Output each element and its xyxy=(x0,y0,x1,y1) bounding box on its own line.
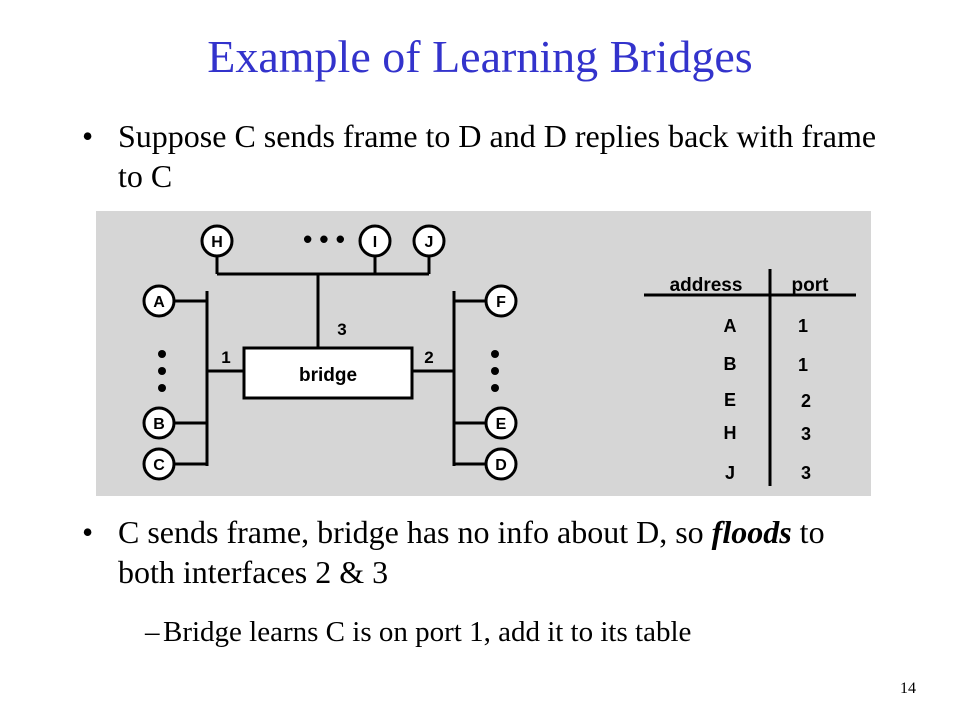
table-row-port: 1 xyxy=(798,316,808,336)
bullet-glyph: • xyxy=(82,118,94,154)
host-c-circle xyxy=(142,447,176,481)
host-a-label: A xyxy=(153,294,165,311)
host-j-circle xyxy=(412,224,446,258)
diagram-background xyxy=(96,211,871,496)
bridge-label: bridge xyxy=(299,365,357,386)
dash-glyph: – xyxy=(145,616,160,648)
bullet-1-text: Suppose C sends frame to D and D replies… xyxy=(118,118,877,194)
bullet-glyph: • xyxy=(82,514,94,550)
host-f-label: F xyxy=(496,294,506,311)
table-row-port: 3 xyxy=(801,424,811,444)
host-f-circle xyxy=(484,284,518,318)
table-row-address: J xyxy=(725,463,735,483)
host-a-circle xyxy=(142,284,176,318)
host-e-circle xyxy=(484,406,518,440)
host-c-label: C xyxy=(153,457,165,474)
host-i-circle xyxy=(358,224,392,258)
table-header-address: address xyxy=(670,275,743,296)
bullet-1: • Suppose C sends frame to D and D repli… xyxy=(82,116,876,196)
bullet-2-text-start: C sends frame, bridge has no info about … xyxy=(118,514,712,550)
host-d-circle xyxy=(484,447,518,481)
table-row-port: 1 xyxy=(798,355,808,375)
port-3-label: 3 xyxy=(337,320,346,339)
table-row-address: H xyxy=(724,423,737,443)
learning-bridge-diagram: bridge 1 2 3 • • • H I J A B C F E D add… xyxy=(96,211,871,496)
host-circles xyxy=(142,224,518,481)
bullet-2-text: C sends frame, bridge has no info about … xyxy=(118,512,878,592)
table-row-address: E xyxy=(724,390,736,410)
port-1-label: 1 xyxy=(221,348,230,367)
table-header-port: port xyxy=(792,275,830,296)
host-h-label: H xyxy=(211,234,223,251)
host-b-circle xyxy=(142,406,176,440)
table-row-address: B xyxy=(724,354,737,374)
host-e-label: E xyxy=(496,416,507,433)
sub-bullet-1: – Bridge learns C is on port 1, add it t… xyxy=(145,614,865,650)
bullet-2-emphasis: floods xyxy=(711,514,792,550)
learning-table: address port A 1 B 1 E 2 H 3 J 3 xyxy=(644,269,856,486)
table-row-port: 3 xyxy=(801,463,811,483)
slide-title: Example of Learning Bridges xyxy=(207,31,753,82)
network-links xyxy=(174,255,486,466)
host-i-label: I xyxy=(373,234,377,251)
table-row-port: 2 xyxy=(801,391,811,411)
left-ellipsis xyxy=(158,350,166,392)
host-j-label: J xyxy=(425,234,434,251)
host-b-label: B xyxy=(153,416,165,433)
bullet-2-text-end: to both interfaces 2 & 3 xyxy=(118,514,825,590)
host-d-label: D xyxy=(495,457,507,474)
host-h-circle xyxy=(200,224,234,258)
right-ellipsis xyxy=(491,350,499,392)
page-number: 14 xyxy=(900,680,916,697)
port-2-label: 2 xyxy=(424,348,433,367)
sub-bullet-1-text: Bridge learns C is on port 1, add it to … xyxy=(163,616,692,648)
bullet-2: • C sends frame, bridge has no info abou… xyxy=(82,512,872,592)
bridge-box xyxy=(242,346,414,400)
top-ellipsis: • • • xyxy=(303,224,345,254)
table-row-address: A xyxy=(724,316,737,336)
